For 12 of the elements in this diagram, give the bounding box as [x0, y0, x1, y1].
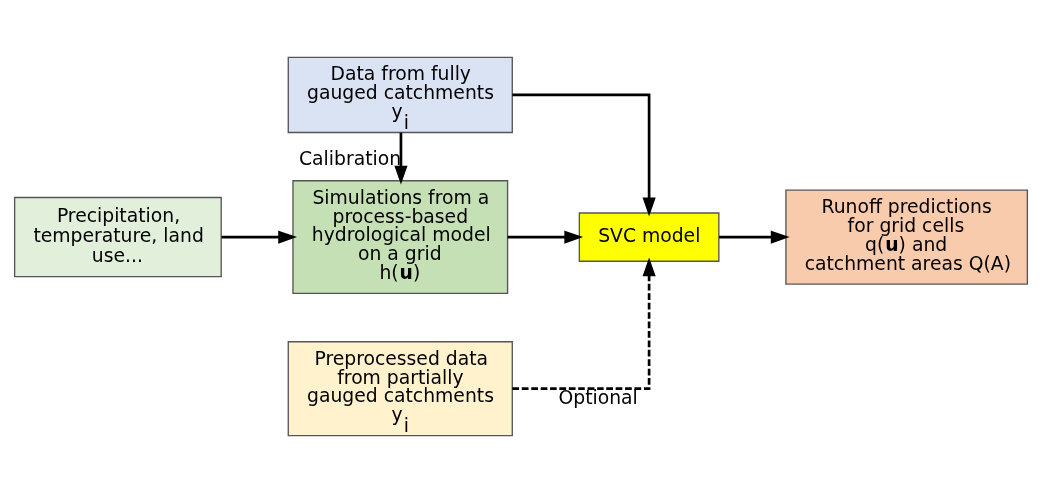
arrow — [507, 230, 584, 244]
node-box: Simulations from a process-based hydrological model on a grid h(u) — [292, 180, 509, 295]
node-box: Runoff predictions for grid cells q(u) and catchment areas Q(A) — [785, 189, 1029, 285]
arrow — [394, 132, 408, 185]
edge-label: Calibration — [299, 147, 402, 169]
arrow — [512, 257, 656, 391]
arrow — [719, 230, 790, 244]
arrow — [512, 93, 656, 217]
node-box: Precipitation, temperature, land use... — [13, 196, 222, 278]
edge-label: Optional — [558, 386, 638, 408]
arrow — [221, 230, 298, 244]
node-box: SVC model — [578, 212, 720, 262]
